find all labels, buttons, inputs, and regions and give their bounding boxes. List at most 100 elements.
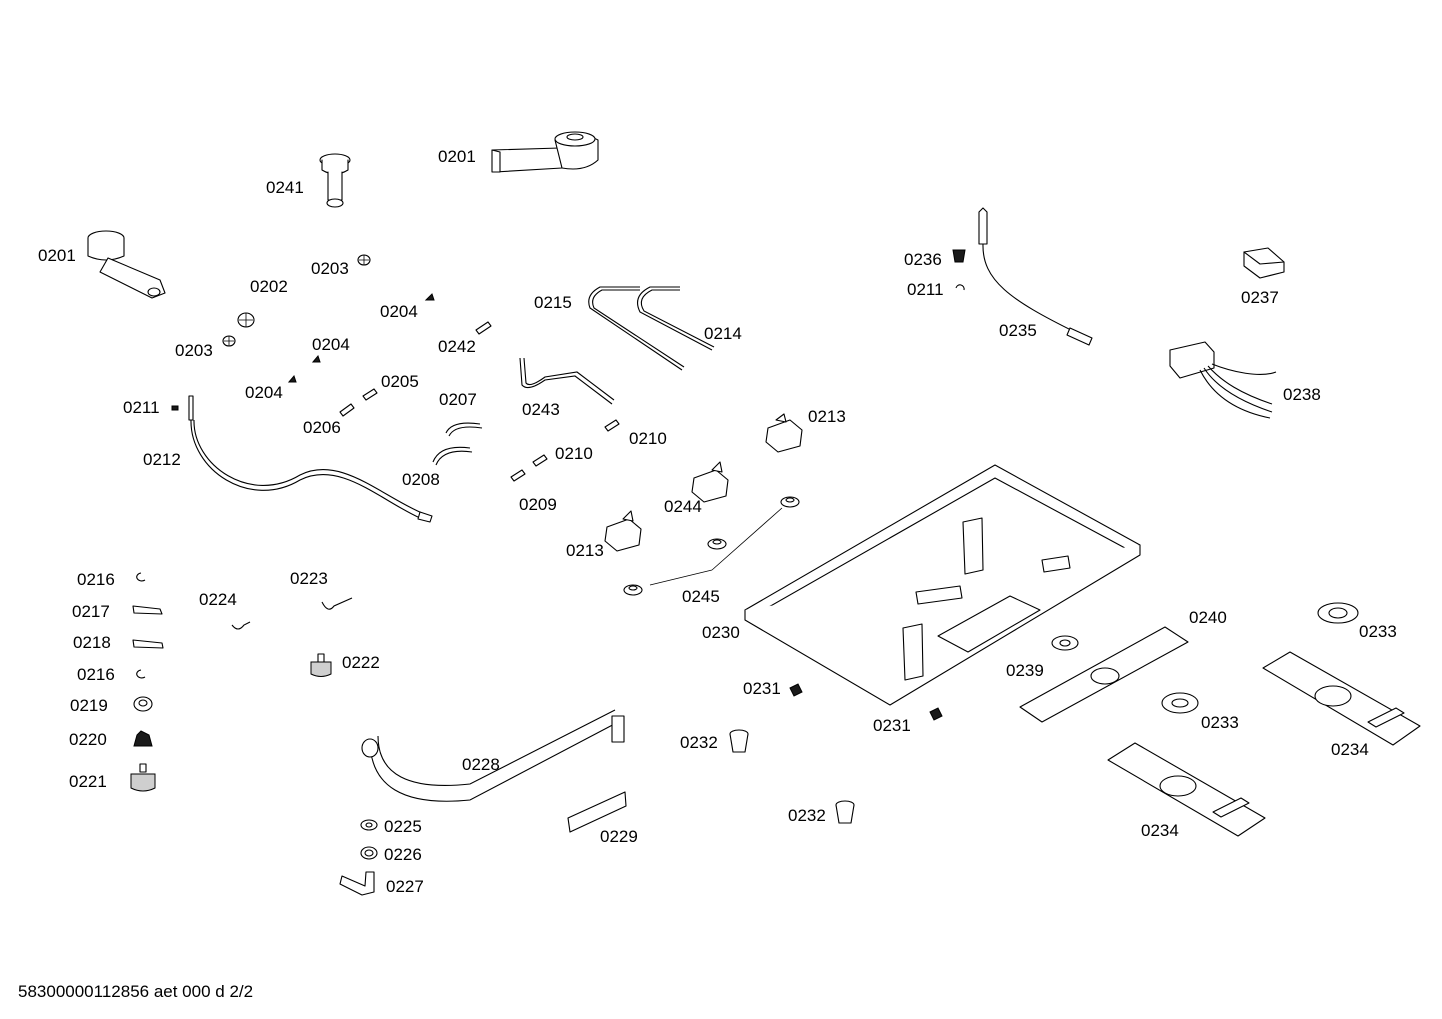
label-0203: 0203 (311, 259, 349, 278)
label-0223: 0223 (290, 569, 328, 588)
label-0207: 0207 (439, 390, 477, 409)
part-0243-tube (519, 357, 615, 405)
label-0205: 0205 (381, 372, 419, 391)
part-0201-burner-left (87, 230, 166, 299)
part-0239-seal-ring (1051, 635, 1079, 651)
part-0208-pipe (432, 446, 473, 466)
label-0233: 0233 (1201, 713, 1239, 732)
label-0232: 0232 (680, 733, 718, 752)
label-0201: 0201 (438, 147, 476, 166)
part-0233-ring-a (1317, 602, 1359, 624)
label-0220: 0220 (69, 730, 107, 749)
part-0238-ignition-unit (1169, 341, 1277, 419)
label-0227: 0227 (386, 877, 424, 896)
label-0216: 0216 (77, 665, 115, 684)
document-id-footer: 58300000112856 aet 000 d 2/2 (18, 982, 254, 1001)
label-0219: 0219 (70, 696, 108, 715)
label-0204: 0204 (312, 335, 350, 354)
part-0222-knob-spindle (310, 653, 332, 677)
label-0211: 0211 (123, 398, 160, 417)
part-0203-cap-b (222, 335, 236, 347)
label-0239: 0239 (1006, 661, 1044, 680)
label-0204: 0204 (380, 302, 418, 321)
label-0222: 0222 (342, 653, 380, 672)
label-0242: 0242 (438, 337, 476, 356)
part-0205-nozzle (362, 388, 378, 401)
part-0213-valve-b (604, 510, 642, 552)
part-0216-clip-b (136, 669, 146, 679)
part-0211-clip-a (171, 405, 179, 411)
label-0233: 0233 (1359, 622, 1397, 641)
label-0228: 0228 (462, 755, 500, 774)
part-0231-clip-a (789, 683, 803, 697)
part-0204-injector-a (424, 293, 435, 301)
label-0232: 0232 (788, 806, 826, 825)
part-0210-nozzle-a (604, 419, 620, 432)
part-0203-cap-a (357, 254, 371, 266)
part-0227-elbow (339, 871, 375, 896)
part-0217-lever (132, 605, 163, 615)
label-0240: 0240 (1189, 608, 1227, 627)
part-0232-foot-a (729, 729, 749, 753)
part-0204-injector-b (311, 354, 321, 363)
label-0218: 0218 (73, 633, 111, 652)
part-0215-tube (588, 286, 685, 371)
part-0213-valve-a (765, 413, 803, 453)
label-0234: 0234 (1331, 740, 1369, 759)
part-0216-clip-a (136, 572, 146, 582)
part-0224-spring (231, 621, 251, 630)
part-0230-base-tray (744, 464, 1141, 706)
label-0217: 0217 (72, 602, 110, 621)
label-0237: 0237 (1241, 288, 1279, 307)
part-0214-tube (637, 286, 715, 351)
label-0204: 0204 (245, 383, 283, 402)
part-0219-ring (133, 696, 153, 712)
part-0226-nut (360, 846, 378, 860)
label-0210: 0210 (555, 444, 593, 463)
part-0232-foot-b (835, 800, 855, 824)
part-0211-clip-b (955, 284, 965, 291)
label-0225: 0225 (384, 817, 422, 836)
label-0244: 0244 (664, 497, 702, 516)
label-0235: 0235 (999, 321, 1037, 340)
label-0224: 0224 (199, 590, 237, 609)
label-0229: 0229 (600, 827, 638, 846)
part-0201-burner-top (491, 131, 599, 173)
part-0240-plate (1019, 626, 1189, 723)
label-0206: 0206 (303, 418, 341, 437)
part-0229-bracket (567, 791, 627, 833)
label-0216: 0216 (77, 570, 115, 589)
part-0245-seals (623, 496, 800, 596)
part-0221-knob-spindle (130, 763, 156, 792)
part-0234-plate-a (1262, 651, 1421, 746)
part-0218-lever (132, 639, 164, 649)
label-0201: 0201 (38, 246, 76, 265)
label-0208: 0208 (402, 470, 440, 489)
label-0230: 0230 (702, 623, 740, 642)
label-0234: 0234 (1141, 821, 1179, 840)
label-0236: 0236 (904, 250, 942, 269)
part-0202-cap (237, 312, 255, 328)
part-0220-spring (133, 730, 153, 747)
part-0237-module (1243, 247, 1285, 279)
part-0242-nozzle (475, 321, 492, 335)
part-0209-nozzle (510, 469, 526, 482)
part-0206-nozzle (339, 403, 355, 417)
label-0221: 0221 (69, 772, 107, 791)
label-0241: 0241 (266, 178, 304, 197)
part-0244-valve (691, 461, 729, 503)
label-0212: 0212 (143, 450, 181, 469)
part-0234-plate-b (1107, 742, 1266, 837)
label-0231: 0231 (743, 679, 781, 698)
label-0202: 0202 (250, 277, 288, 296)
label-0213: 0213 (566, 541, 604, 560)
label-0215: 0215 (534, 293, 572, 312)
label-0210: 0210 (629, 429, 667, 448)
label-0213: 0213 (808, 407, 846, 426)
label-0238: 0238 (1283, 385, 1321, 404)
part-0228-gas-pipe (361, 709, 625, 802)
part-0241-burner-small (319, 153, 351, 208)
label-0203: 0203 (175, 341, 213, 360)
part-0225-washer (360, 819, 378, 831)
